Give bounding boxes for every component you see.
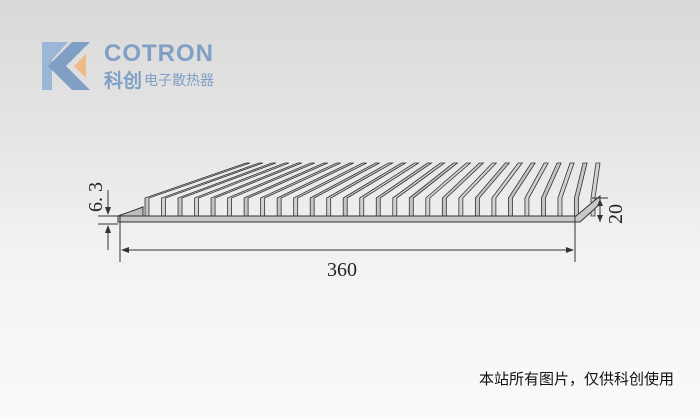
heatsink-fins [144,162,601,217]
brand-name: COTRON [104,40,214,67]
dimension-width: 360 [327,259,357,281]
brand-tagline: 电子散热器 [144,72,214,88]
dimension-arrows [105,199,603,253]
dimension-base-thickness: 6. 3 [85,182,107,212]
brand-cn: 科创 [104,71,143,92]
dimension-lines [98,190,608,262]
heatsink-ramp [117,206,144,217]
heatsink-fin [557,162,575,217]
dimension-height: 20 [605,204,627,224]
cotron-logo: COTRON 科创 电子散热器 [42,40,232,92]
usage-caption: 本站所有图片，仅供科创使用 [478,370,674,388]
logo-mark-icon [42,42,90,90]
